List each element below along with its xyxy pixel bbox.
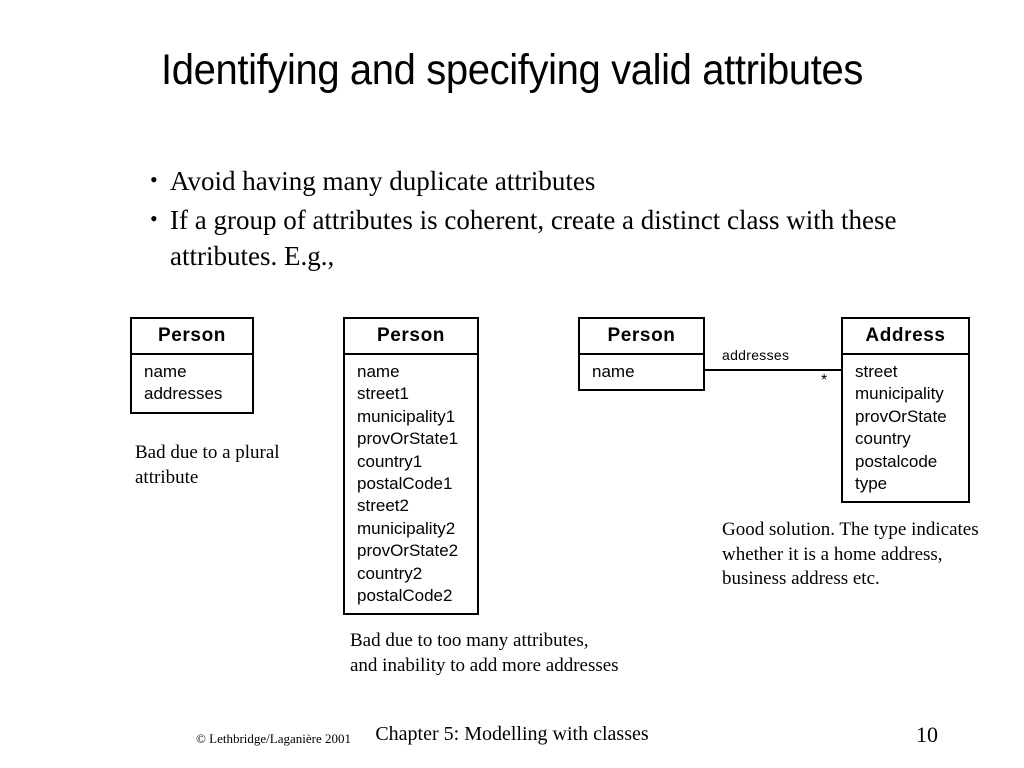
uml-class-person-flat: Person name street1 municipality1 provOr… — [343, 317, 479, 616]
uml-attribute: type — [855, 473, 888, 493]
bullet-item: • If a group of attributes is coherent, … — [150, 202, 980, 275]
uml-attribute: provOrState — [855, 406, 947, 426]
uml-class-address: Address street municipality provOrState … — [841, 317, 970, 504]
uml-attribute: country — [855, 429, 911, 449]
uml-attribute: municipality1 — [357, 406, 456, 426]
footer-chapter-title: Chapter 5: Modelling with classes — [375, 723, 649, 745]
caption-bad-too-many-attributes: Bad due to too many attributes, and inab… — [350, 630, 619, 676]
caption-good-solution: Good solution. The type indicates whethe… — [722, 519, 979, 589]
uml-class-name: Person — [580, 319, 703, 355]
uml-attribute: municipality — [855, 384, 944, 404]
uml-attribute: name — [144, 361, 187, 381]
uml-class-name: Person — [132, 319, 252, 355]
bullet-list: • Avoid having many duplicate attributes… — [150, 163, 980, 277]
uml-attribute: country1 — [357, 451, 423, 471]
uml-attribute: name — [592, 361, 635, 381]
uml-attribute-list: name — [580, 355, 703, 389]
uml-attribute-list: street municipality provOrState country … — [843, 355, 968, 501]
bullet-text: Avoid having many duplicate attributes — [170, 166, 596, 196]
uml-class-name: Person — [345, 319, 477, 355]
uml-attribute: name — [357, 361, 400, 381]
association-role-label: addresses — [722, 347, 790, 363]
bullet-text: If a group of attributes is coherent, cr… — [170, 204, 897, 272]
uml-attribute: municipality2 — [357, 518, 456, 538]
footer-page-number: 10 — [916, 722, 938, 747]
footer-copyright: © Lethbridge/Laganière 2001 — [196, 731, 351, 746]
bullet-item: • Avoid having many duplicate attributes — [150, 163, 980, 200]
caption-bad-plural-attribute: Bad due to a plural attribute — [135, 442, 280, 488]
uml-attribute: addresses — [144, 384, 223, 404]
uml-class-name: Address — [843, 319, 968, 355]
uml-attribute: postalcode — [855, 451, 938, 471]
uml-attribute: street — [855, 361, 898, 381]
uml-attribute: street2 — [357, 496, 409, 516]
uml-attribute-list: name addresses — [132, 355, 252, 412]
uml-attribute-list: name street1 municipality1 provOrState1 … — [345, 355, 477, 613]
uml-attribute: postalCode2 — [357, 585, 453, 605]
bullet-marker-icon: • — [150, 205, 158, 231]
uml-attribute: postalCode1 — [357, 473, 453, 493]
uml-attribute: country2 — [357, 563, 423, 583]
page-title: Identifying and specifying valid attribu… — [160, 46, 864, 94]
uml-attribute: street1 — [357, 384, 409, 404]
uml-attribute: provOrState2 — [357, 541, 459, 561]
uml-class-person-bad: Person name addresses — [130, 317, 254, 414]
bullet-marker-icon: • — [150, 167, 158, 192]
association-multiplicity: * — [821, 372, 828, 389]
uml-class-person-good: Person name — [578, 317, 705, 392]
uml-attribute: provOrState1 — [357, 429, 459, 449]
association-line — [705, 369, 841, 371]
